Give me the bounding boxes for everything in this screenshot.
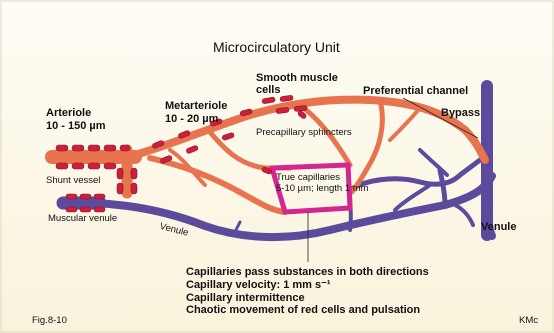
arteriole-label: Arteriole	[46, 108, 91, 119]
shunt-vessel-label: Shunt vessel	[46, 176, 100, 186]
precapillary-sphincters-label: Precapillary sphincters	[256, 128, 352, 138]
smooth-muscle-cells-label: cells	[256, 85, 280, 96]
venule-right-label: Venule	[481, 222, 516, 233]
note-line-1: Capillaries pass substances in both dire…	[186, 267, 429, 278]
note-line-2: Capillary velocity: 1 mm s⁻¹	[186, 280, 331, 291]
page-title: Microcirculatory Unit	[213, 40, 340, 54]
bypass-label: Bypass	[441, 108, 480, 119]
author-credit: KMc	[519, 316, 538, 326]
figure-number: Fig.8-10	[32, 316, 67, 326]
true-capillaries-size-label: 5-10 µm; length 1 mm	[276, 184, 369, 194]
preferential-channel-label: Preferential channel	[363, 86, 468, 97]
true-capillaries-label: True capillaries	[276, 173, 340, 183]
capillary-top	[272, 165, 348, 168]
arteriole-size-label: 10 - 150 µm	[46, 121, 106, 132]
metarteriole-size-label: 10 - 20 µm	[165, 114, 218, 125]
note-line-4: Chaotic movement of red cells and pulsat…	[186, 305, 420, 316]
smooth-muscle-label: Smooth muscle	[256, 73, 338, 84]
note-line-3: Capillary intermittence	[186, 293, 305, 304]
metarteriole-label: Metarteriole	[165, 101, 227, 112]
muscular-venule-label: Muscular venule	[48, 214, 117, 224]
